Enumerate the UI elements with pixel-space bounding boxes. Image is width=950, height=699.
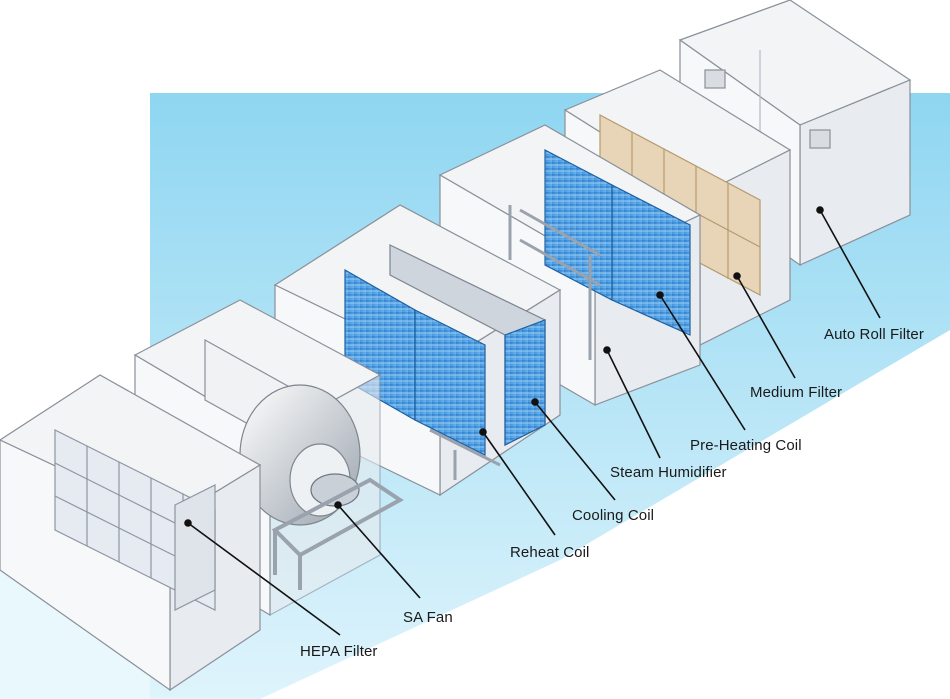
leader-pre-heating-coil <box>659 294 746 431</box>
hepa-filter-module <box>0 374 262 692</box>
label-pre-heating-coil: Pre-Heating Coil <box>690 437 802 454</box>
leader-medium-filter <box>736 275 796 379</box>
label-cooling-coil: Cooling Coil <box>572 507 655 524</box>
label-sa-fan: SA Fan <box>403 609 453 626</box>
label-reheat-coil: Reheat Coil <box>510 544 590 561</box>
pre-heating-coil-module <box>438 124 702 407</box>
label-hepa-filter: HEPA Filter <box>300 643 378 660</box>
label-medium-filter: Medium Filter <box>750 384 843 401</box>
leader-cooling-coil <box>534 401 616 501</box>
leader-reheat-coil <box>482 431 556 536</box>
label-auto-roll-filter: Auto Roll Filter <box>824 326 924 343</box>
leader-steam-humidifier <box>606 349 661 459</box>
leader-sa-fan <box>337 504 421 599</box>
leader-hepa-filter <box>187 522 341 636</box>
label-steam-humidifier: Steam Humidifier <box>610 464 727 481</box>
leader-lines <box>184 206 881 636</box>
leader-auto-roll-filter <box>819 209 881 319</box>
